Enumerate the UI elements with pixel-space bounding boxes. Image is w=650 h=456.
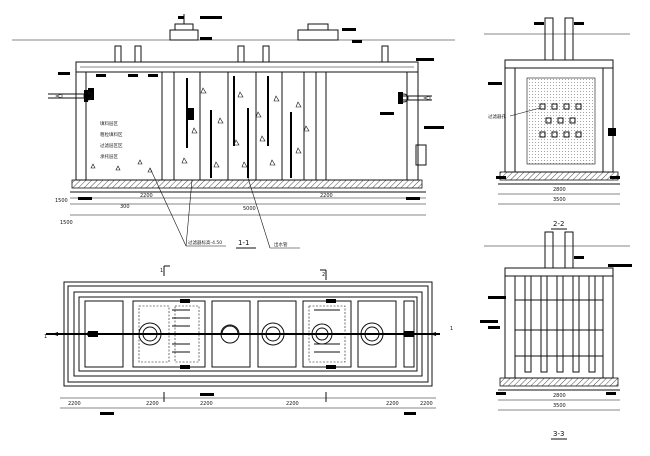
tank-3-outline <box>504 267 614 379</box>
callout-bar <box>424 126 444 129</box>
dim-3-inner: 2800 <box>553 393 566 399</box>
callout-bar <box>416 58 434 61</box>
media-fill <box>181 87 310 168</box>
section-title-1-1: 1-1 <box>238 239 249 247</box>
dim-3-width: 3500 <box>553 403 566 409</box>
note-filter: 过滤器标高-4.50 <box>188 239 222 246</box>
dim-right: 2200 <box>320 193 333 199</box>
label-zone-4: 承托层区 <box>100 153 118 160</box>
plan-dim-5: 2200 <box>386 401 399 407</box>
plan-dim-6: 2200 <box>420 401 433 407</box>
internal-wall <box>161 71 175 181</box>
section-3-3: 2800 3500 3-3 <box>480 231 632 440</box>
dim-2-inner: 2800 <box>553 187 566 193</box>
marker-left: 1 <box>44 334 47 340</box>
filter-media-2 <box>526 77 596 165</box>
note-orifice: 过滤器孔 <box>488 113 506 120</box>
dim-mid: 1500 <box>60 220 73 226</box>
left-chamber: 填料层区 粗粒填料区 过滤层区区 承托层区 <box>88 74 194 173</box>
plan-view: 1 2 1 1 2200 2200 2200 2200 2200 2200 <box>44 265 453 415</box>
internal-wall <box>315 71 327 181</box>
vertical-baffles-3 <box>524 275 596 373</box>
baffles <box>186 72 305 180</box>
dim-base: 1500 <box>55 198 68 204</box>
section-title-2-2: 2-2 <box>553 220 564 228</box>
dim-seg-a: 300 <box>120 204 130 210</box>
baffle-stubs <box>172 299 340 369</box>
outlet-pipe <box>380 92 432 115</box>
section-title-3-3: 3-3 <box>553 430 564 438</box>
foundation-slab <box>71 179 423 189</box>
plan-dim-2: 2200 <box>146 401 159 407</box>
dim-2-width: 3500 <box>553 197 566 203</box>
dim-overall: 5000 <box>243 206 256 212</box>
dim-left: 2200 <box>140 193 153 199</box>
plan-dim-1: 2200 <box>68 401 81 407</box>
marker-top-right: 2 <box>322 272 325 278</box>
manhole-left <box>169 14 222 41</box>
label-zone-1: 填料层区 <box>100 120 118 127</box>
label-zone-2: 粗粒填料区 <box>100 131 123 138</box>
marker-right: 1 <box>450 326 453 332</box>
leader-lines <box>149 167 300 249</box>
note-pipe: 出水管 <box>274 241 288 248</box>
section-1-1: 填料层区 粗粒填料区 过滤层区区 承托层区 <box>12 14 455 249</box>
label-zone-3: 过滤层区区 <box>100 142 123 149</box>
orifice-grid <box>539 103 582 138</box>
outlet-box <box>415 144 427 166</box>
manhole-right <box>297 23 362 43</box>
marker-top-left: 1 <box>160 268 163 274</box>
plan-dim-4: 2200 <box>286 401 299 407</box>
section-2-2: 过滤器孔 2800 3500 2-2 <box>484 17 630 230</box>
left-wall <box>75 71 87 181</box>
plan-dim-3: 2200 <box>200 401 213 407</box>
inlet-pipe <box>48 90 93 102</box>
